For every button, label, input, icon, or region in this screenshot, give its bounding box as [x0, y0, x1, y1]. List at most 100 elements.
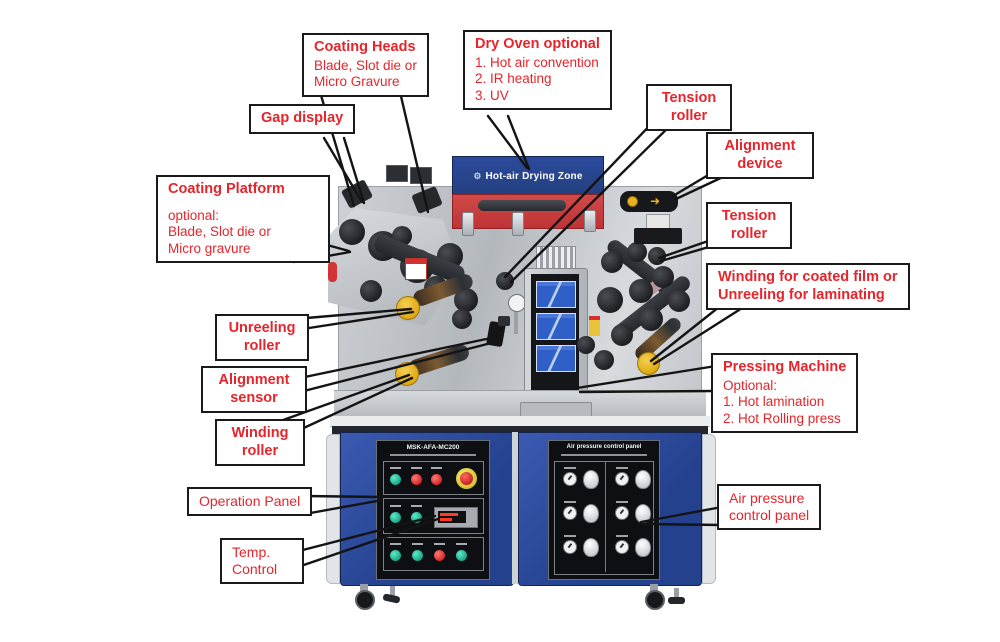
callout-title: Gap display — [261, 110, 344, 126]
operation-panel: MSK-AFA-MC200 — [376, 440, 490, 580]
warning-label — [405, 258, 427, 280]
pressure-gauge — [615, 467, 629, 486]
leader-alignment-sensor — [298, 339, 501, 394]
pressure-knob — [583, 504, 599, 523]
tower-screen — [536, 313, 576, 340]
callout-title: Dry Oven optional — [475, 36, 600, 52]
callout-operation-panel: Operation Panel — [187, 487, 313, 517]
air-panel-title: Air pressure control panel — [566, 444, 642, 450]
leader-operation-panel — [303, 498, 384, 516]
emergency-stop-button — [456, 468, 477, 489]
temp-display-digits — [440, 518, 452, 521]
oven-handle — [478, 200, 566, 211]
caster-fork — [360, 584, 368, 594]
cabinet-trim — [332, 426, 708, 434]
operation-subpanel-power — [383, 461, 484, 495]
roller — [627, 242, 647, 262]
tower-screen — [536, 281, 576, 308]
callout-gap-display: Gap display — [249, 104, 356, 134]
callout-unreeling-roller: Unreeling roller — [215, 314, 309, 362]
leader-dry-oven — [506, 114, 531, 171]
leader-winding-unreeling — [649, 301, 726, 363]
alignment-sensor-jaw — [498, 316, 510, 326]
roller — [668, 290, 690, 312]
callout-coating-platform: Coating Platform optional: Blade, Slot d… — [156, 175, 330, 264]
reset-button — [431, 467, 442, 485]
caster-fork — [650, 584, 658, 594]
callout-title: Alignment device — [724, 138, 796, 172]
pressure-gauge — [563, 501, 577, 520]
stop-button — [434, 543, 445, 561]
roller — [339, 219, 365, 245]
alignment-arrow-icon: ➜ — [650, 194, 661, 208]
roller — [452, 309, 472, 329]
operation-subpanel-drive — [383, 537, 484, 571]
air-panel-subtitle-bar — [561, 454, 647, 456]
drying-zone-label: Hot-air Drying Zone — [485, 170, 583, 182]
power-on-button — [390, 467, 401, 485]
roller — [652, 266, 674, 288]
fan-button — [411, 505, 422, 523]
leader-tension-top — [509, 118, 678, 284]
leader-air-pressure — [641, 522, 724, 527]
callout-title: Coating Platform — [168, 181, 285, 197]
pressure-knob — [635, 470, 651, 489]
callout-body: Blade, Slot die or Micro Gravure — [314, 57, 417, 90]
roller — [496, 272, 514, 290]
callout-air-pressure-panel: Air pressure control panel — [717, 484, 822, 531]
temp-display-screen — [438, 511, 466, 523]
callout-title: Unreeling roller — [228, 320, 296, 354]
callout-title: Tension roller — [721, 208, 777, 242]
callout-body: Optional: 1. Hot lamination 2. Hot Rolli… — [723, 377, 841, 426]
drive-button — [456, 543, 467, 561]
leader-operation-panel — [303, 494, 384, 499]
leader-tension-top — [503, 118, 657, 279]
roller — [629, 279, 653, 303]
callout-title: Winding for coated film or Unreeling for… — [718, 269, 898, 303]
pressure-gauge — [615, 501, 629, 520]
temp-control-display — [434, 507, 478, 528]
callout-dry-oven: Dry Oven optional 1. Hot air convention … — [463, 30, 612, 111]
pressure-gauge — [615, 535, 629, 554]
callout-tension-roller-top: Tension roller — [646, 84, 732, 132]
leveling-foot-base — [668, 597, 685, 604]
drive-button — [390, 543, 401, 561]
alignment-device-dot — [627, 196, 638, 207]
oven-latch — [462, 212, 474, 236]
roller — [611, 324, 633, 346]
callout-coating-heads: Coating Heads Blade, Slot die or Micro G… — [302, 33, 429, 97]
pressure-knob — [635, 538, 651, 557]
leader-pressing-machine — [575, 364, 718, 390]
leader-pressing-machine — [578, 389, 718, 394]
pressure-knob — [583, 470, 599, 489]
callout-title: Air pressure control panel — [729, 490, 810, 524]
operation-subpanel-temp — [383, 498, 484, 534]
callout-title: Temp. Control — [232, 544, 278, 578]
leader-tension-right — [657, 237, 716, 260]
leveling-foot-stem — [674, 588, 679, 598]
roller — [594, 350, 614, 370]
temp-display-digits — [440, 513, 458, 516]
caster-wheel — [645, 590, 665, 610]
gap-display-device — [386, 165, 408, 182]
pressure-knob — [583, 538, 599, 557]
dial-indicator-stem — [514, 300, 518, 334]
callout-alignment-sensor: Alignment sensor — [201, 366, 307, 414]
roller — [360, 280, 382, 302]
leader-alignment-sensor — [298, 335, 498, 380]
callout-body: 1. Hot air convention 2. IR heating 3. U… — [475, 54, 599, 103]
callout-winding-roller: Winding roller — [215, 419, 305, 467]
leader-gap-display — [342, 136, 366, 205]
caster-wheel — [355, 590, 375, 610]
leader-air-pressure — [639, 505, 724, 524]
roller — [577, 336, 595, 354]
callout-title: Pressing Machine — [723, 359, 847, 375]
callout-title: Coating Heads — [314, 39, 416, 55]
operation-panel-title: MSK-AFA-MC200 — [406, 444, 460, 451]
drive-button — [412, 543, 423, 561]
callout-title: Operation Panel — [199, 493, 301, 509]
roller — [601, 251, 623, 273]
callout-winding-unreeling: Winding for coated film or Unreeling for… — [706, 263, 910, 311]
